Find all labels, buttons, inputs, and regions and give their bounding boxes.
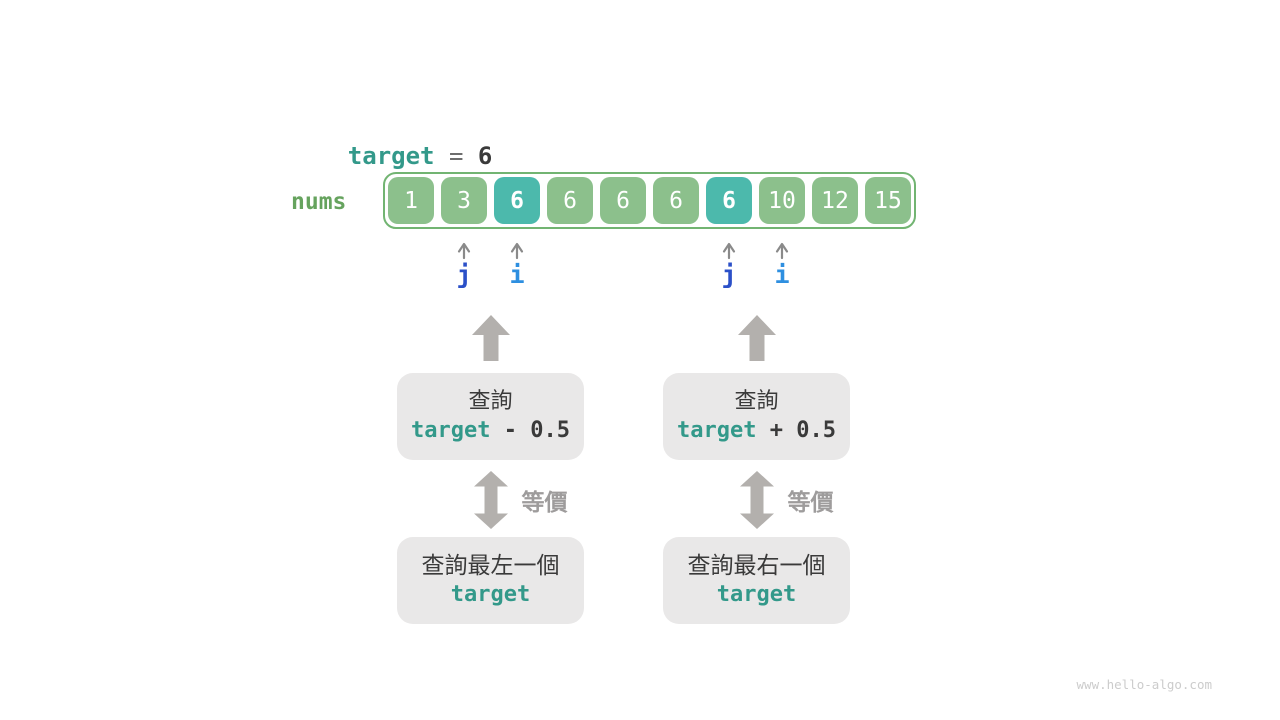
up-caret-icon xyxy=(510,242,524,260)
target-token: target xyxy=(450,582,531,607)
result-box-left: 查詢最左一個 target xyxy=(397,537,584,624)
up-arrow-icon xyxy=(737,315,776,361)
up-caret-icon xyxy=(457,242,471,260)
result-text: 查詢最左一個 xyxy=(421,552,560,578)
target-token: target xyxy=(716,582,797,607)
array-cell: 6 xyxy=(600,177,646,224)
result-text: 查詢最右一個 xyxy=(687,552,826,578)
result-expression: target xyxy=(717,581,796,609)
array-cell: 15 xyxy=(865,177,911,224)
left-column: 查詢 target - 0.5 等價 查詢最左一個 target xyxy=(397,315,584,624)
target-value: 6 xyxy=(477,142,493,170)
up-caret-icon xyxy=(775,242,789,260)
watermark: www.hello-algo.com xyxy=(1076,677,1212,692)
target-declaration: target = 6 xyxy=(290,114,493,198)
array-cell: 6 xyxy=(653,177,699,224)
right-column: 查詢 target + 0.5 等價 查詢最右一個 target xyxy=(663,315,850,624)
pointer-label: i xyxy=(509,260,525,289)
up-arrow-icon xyxy=(471,315,510,361)
query-text: 查詢 xyxy=(734,388,779,413)
pointer-label: i xyxy=(774,260,790,289)
pointer-i: i xyxy=(774,241,790,289)
array-cell: 6 xyxy=(547,177,593,224)
query-expression: target + 0.5 xyxy=(677,417,836,445)
pointer-i: i xyxy=(509,241,525,289)
result-box-right: 查詢最右一個 target xyxy=(663,537,850,624)
query-box-right: 查詢 target + 0.5 xyxy=(663,373,850,460)
equivalence-label: 等價 xyxy=(521,489,568,515)
array-cell: 6 xyxy=(706,177,752,224)
target-token: target xyxy=(411,418,491,443)
array-cell: 6 xyxy=(494,177,540,224)
equivalence-right: 等價 xyxy=(663,471,850,529)
query-expression: target - 0.5 xyxy=(411,417,570,445)
up-caret-icon xyxy=(722,242,736,260)
array-cell: 1 xyxy=(388,177,434,224)
target-variable: target xyxy=(347,142,435,170)
pointer-j: j xyxy=(721,241,737,289)
double-arrow-icon xyxy=(739,471,774,529)
target-token: target xyxy=(677,418,757,443)
array-cell: 10 xyxy=(759,177,805,224)
equals-sign: = xyxy=(434,142,478,170)
pointer-label: j xyxy=(456,260,472,289)
array-cell: 12 xyxy=(812,177,858,224)
result-expression: target xyxy=(451,581,530,609)
query-text: 查詢 xyxy=(468,388,513,413)
pointer-j: j xyxy=(456,241,472,289)
operator-token: + 0.5 xyxy=(756,418,836,443)
nums-label: nums xyxy=(291,189,347,215)
equivalence-label: 等價 xyxy=(787,489,834,515)
operator-token: - 0.5 xyxy=(490,418,570,443)
double-arrow-icon xyxy=(473,471,508,529)
pointer-label: j xyxy=(721,260,737,289)
query-box-left: 查詢 target - 0.5 xyxy=(397,373,584,460)
array-cell: 3 xyxy=(441,177,487,224)
equivalence-left: 等價 xyxy=(397,471,584,529)
